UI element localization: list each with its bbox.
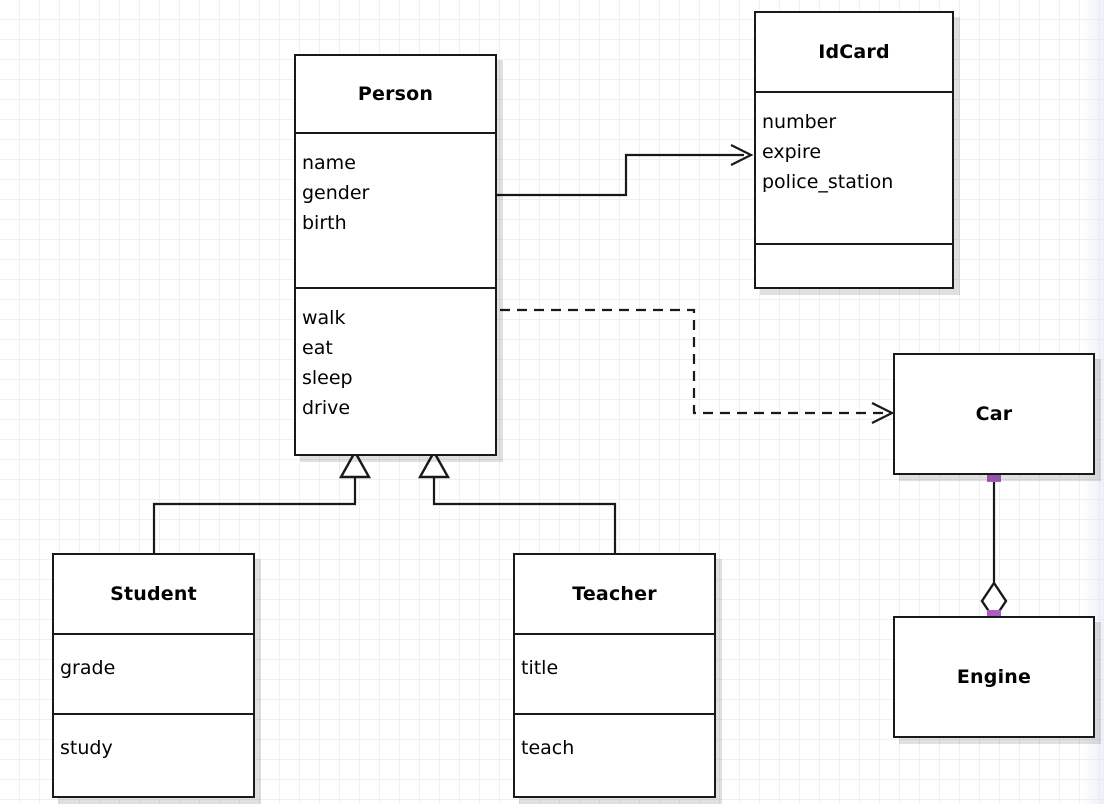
connector-car-engine[interactable] <box>980 468 1008 624</box>
attribute-item: expire <box>762 141 822 163</box>
attribute-item: police_station <box>762 171 894 193</box>
class-methods-student: study <box>54 713 253 797</box>
attribute-item: number <box>762 111 837 133</box>
class-title-student: Student <box>54 555 253 633</box>
uml-class-engine[interactable]: Engine <box>893 616 1095 738</box>
class-methods-person: walk eat sleep drive <box>296 287 495 458</box>
class-name-label: Car <box>975 402 1013 425</box>
class-name-label: Person <box>357 83 434 105</box>
class-title-idcard: IdCard <box>756 13 952 91</box>
connector-person-car[interactable] <box>500 308 895 424</box>
class-name-label: IdCard <box>818 41 890 63</box>
hollow-diamond-icon <box>980 580 1008 622</box>
class-title-engine: Engine <box>895 618 1093 735</box>
method-item: sleep <box>302 367 353 389</box>
attribute-item: birth <box>302 212 347 234</box>
method-item: eat <box>302 337 333 359</box>
uml-class-person[interactable]: Person name gender birth walk eat sleep … <box>294 54 497 456</box>
uml-class-student[interactable]: Student grade study <box>52 553 255 798</box>
class-methods-idcard <box>756 243 952 286</box>
class-name-label: Engine <box>956 665 1032 688</box>
method-item: drive <box>302 397 351 419</box>
class-title-teacher: Teacher <box>515 555 714 633</box>
class-title-person: Person <box>296 56 495 132</box>
attribute-item: title <box>521 657 559 679</box>
class-attributes-teacher: title <box>515 633 714 713</box>
attribute-item: gender <box>302 182 370 204</box>
connector-person-idcard[interactable] <box>497 144 754 197</box>
generalization-line <box>432 477 617 553</box>
attribute-item: grade <box>60 657 116 679</box>
uml-class-idcard[interactable]: IdCard number expire police_station <box>754 11 954 289</box>
class-name-label: Teacher <box>572 583 657 605</box>
class-attributes-student: grade <box>54 633 253 713</box>
class-methods-teacher: teach <box>515 713 714 797</box>
method-item: teach <box>521 737 575 759</box>
generalization-line <box>152 477 357 553</box>
dependency-line <box>500 308 884 415</box>
connector-student-person[interactable] <box>152 449 372 553</box>
method-item: walk <box>302 307 346 329</box>
class-name-label: Student <box>110 583 197 605</box>
class-attributes-person: name gender birth <box>296 132 495 287</box>
attribute-item: name <box>302 152 356 174</box>
uml-class-teacher[interactable]: Teacher title teach <box>513 553 716 798</box>
open-arrowhead-icon <box>730 144 754 166</box>
class-title-car: Car <box>895 355 1093 472</box>
uml-class-car[interactable]: Car <box>893 353 1095 475</box>
association-line <box>497 153 744 197</box>
open-arrowhead-icon <box>871 402 895 424</box>
method-item: study <box>60 737 113 759</box>
class-attributes-idcard: number expire police_station <box>756 91 952 243</box>
connector-teacher-person[interactable] <box>417 449 617 553</box>
